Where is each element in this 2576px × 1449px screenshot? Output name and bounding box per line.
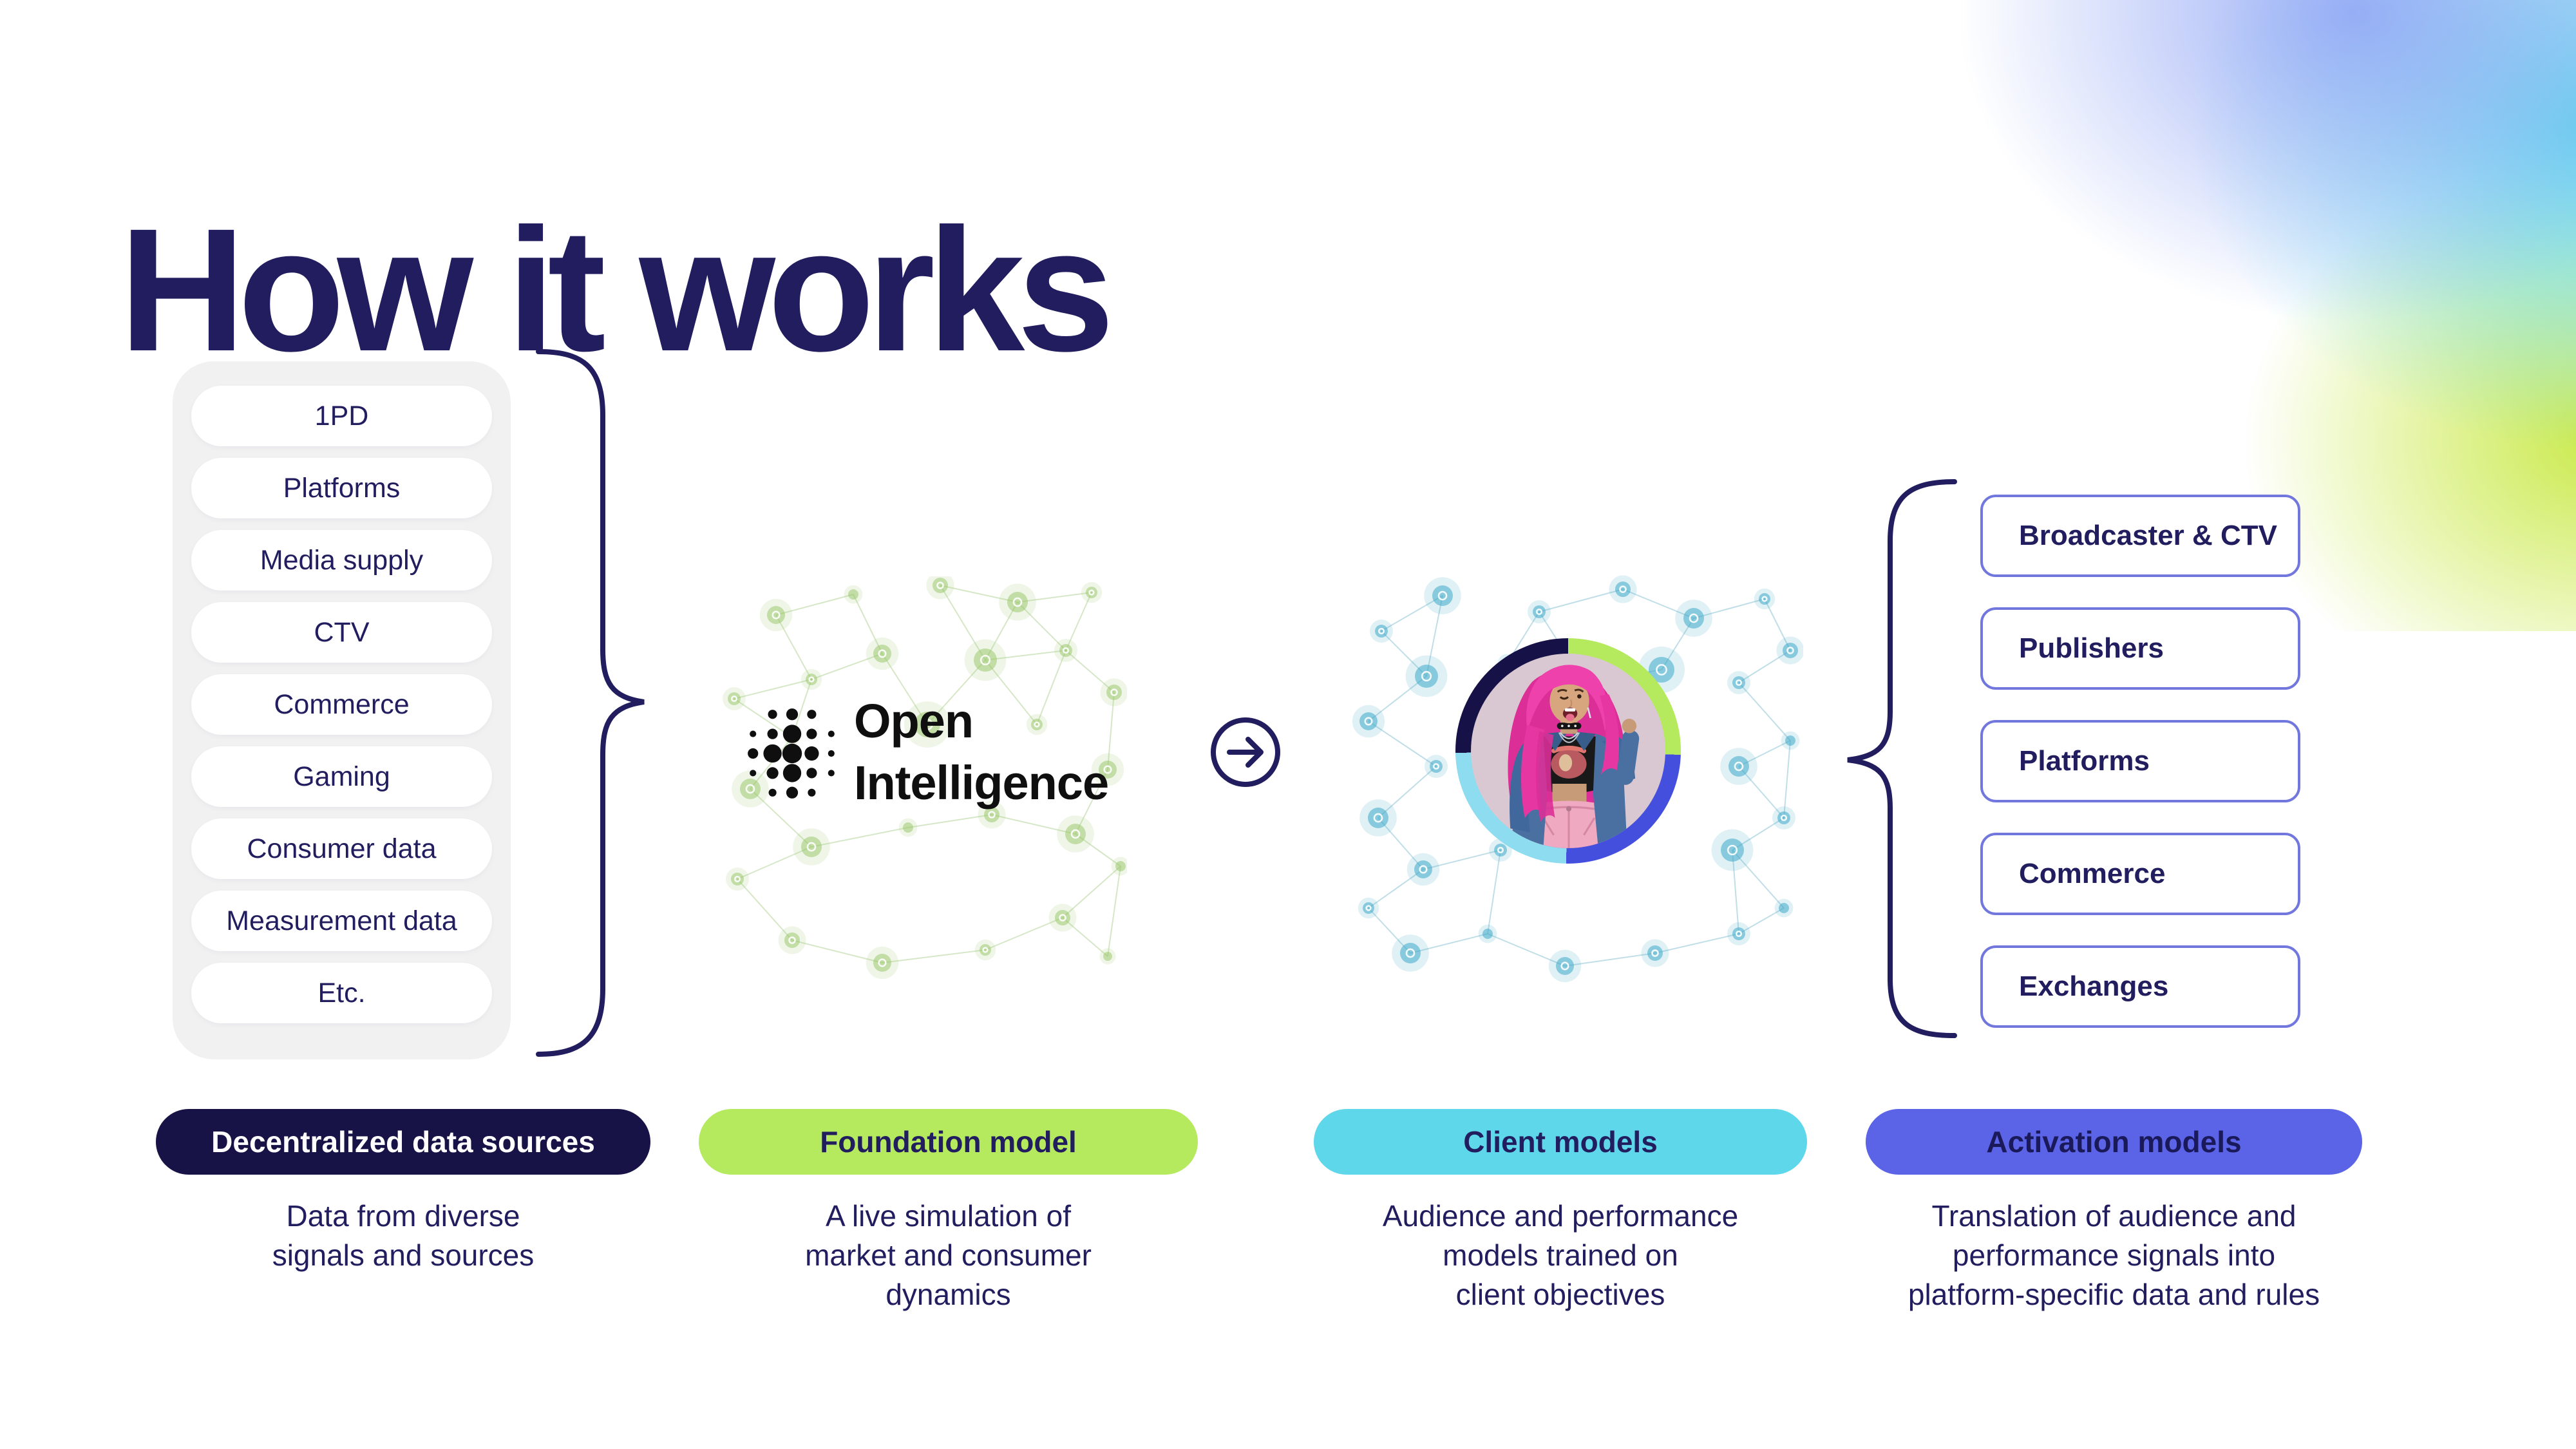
- activation-panel: Broadcaster & CTV Publishers Platforms C…: [1980, 495, 2300, 1028]
- logo-line-1: Open: [854, 694, 974, 748]
- source-pill: Measurement data: [191, 891, 492, 951]
- activation-destination-box: Publishers: [1980, 607, 2300, 690]
- stage-pill-client-models: Client models: [1314, 1109, 1807, 1175]
- description-line: models trained on: [1443, 1238, 1678, 1272]
- source-pill: Platforms: [191, 458, 492, 518]
- description-line: client objectives: [1455, 1278, 1665, 1311]
- open-intelligence-logo-text: Open Intelligence: [854, 690, 1109, 814]
- activation-destination-box: Exchanges: [1980, 945, 2300, 1028]
- stage-description-decentralized: Data from diverse signals and sources: [117, 1197, 689, 1275]
- source-pill: Etc.: [191, 963, 492, 1023]
- description-line: platform-specific data and rules: [1908, 1278, 2320, 1311]
- source-pill: Media supply: [191, 530, 492, 591]
- source-pill: 1PD: [191, 386, 492, 446]
- right-brace: [1847, 479, 1957, 1038]
- source-pill: Gaming: [191, 746, 492, 807]
- activation-destination-box: Commerce: [1980, 833, 2300, 915]
- activation-destination-box: Broadcaster & CTV: [1980, 495, 2300, 577]
- source-pill: CTV: [191, 602, 492, 663]
- client-model-ring: [1455, 638, 1681, 864]
- description-line: performance signals into: [1952, 1238, 2276, 1272]
- description-line: dynamics: [886, 1278, 1011, 1311]
- stage-pill-activation-models: Activation models: [1866, 1109, 2362, 1175]
- dot-matrix-logo-icon: [748, 708, 835, 799]
- description-line: Translation of audience and: [1931, 1199, 2297, 1233]
- arrow-right-icon: [1211, 717, 1280, 787]
- network-graph-green: [723, 576, 1127, 980]
- stage-description-foundation: A live simulation of market and consumer d…: [660, 1197, 1236, 1314]
- description-line: signals and sources: [272, 1238, 535, 1272]
- client-avatar: [1471, 654, 1665, 848]
- network-graph-cyan: [1352, 575, 1803, 983]
- stage-pill-decentralized-data-sources: Decentralized data sources: [156, 1109, 650, 1175]
- description-line: Audience and performance: [1382, 1199, 1739, 1233]
- logo-line-2: Intelligence: [854, 756, 1109, 810]
- source-pill: Commerce: [191, 674, 492, 735]
- stage-description-client: Audience and performance models trained o…: [1275, 1197, 1846, 1314]
- stage-description-activation: Translation of audience and performance s…: [1827, 1197, 2401, 1314]
- activation-destination-box: Platforms: [1980, 720, 2300, 802]
- description-line: Data from diverse: [286, 1199, 520, 1233]
- source-pill: Consumer data: [191, 819, 492, 879]
- description-line: market and consumer: [805, 1238, 1092, 1272]
- sources-panel: 1PD Platforms Media supply CTV Commerce …: [173, 361, 511, 1059]
- stage-pill-foundation-model: Foundation model: [699, 1109, 1198, 1175]
- description-line: A live simulation of: [826, 1199, 1071, 1233]
- left-brace: [536, 349, 645, 1057]
- page-title: How it works: [119, 192, 1115, 388]
